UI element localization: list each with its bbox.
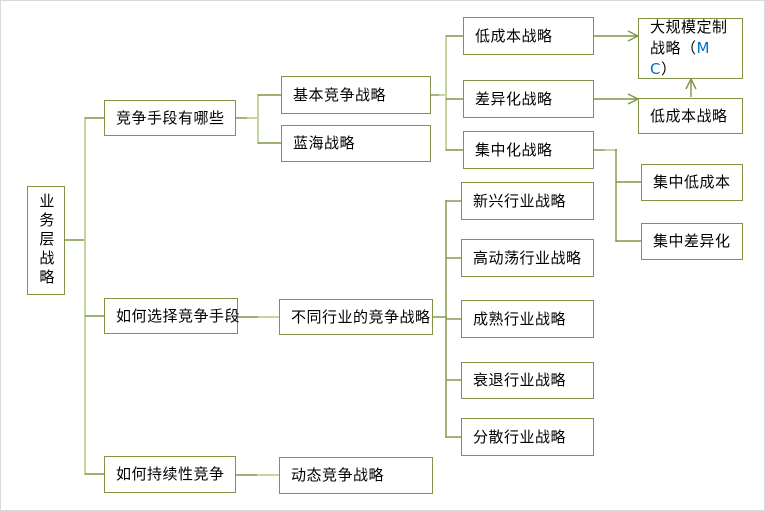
node-focus: 集中化战略 <box>463 131 594 169</box>
node-dynamic: 动态竞争战略 <box>279 457 433 494</box>
node-q2: 如何选择竞争手段 <box>104 298 240 334</box>
node-industry: 不同行业的竞争战略 <box>279 299 433 335</box>
mc-abbr: MC <box>650 39 710 78</box>
node-q1: 竞争手段有哪些 <box>104 100 236 136</box>
node-root: 业务层战略 <box>27 186 65 295</box>
node-emerging: 新兴行业战略 <box>461 182 594 220</box>
node-basic: 基本竞争战略 <box>281 76 431 114</box>
node-turbulent: 高动荡行业战略 <box>461 239 594 277</box>
node-diff: 差异化战略 <box>463 80 594 118</box>
arrow-low-cost-to-mc <box>594 30 639 42</box>
node-focus-cost: 集中低成本 <box>641 164 743 201</box>
node-q3: 如何持续性竞争 <box>104 456 236 493</box>
node-focus-diff: 集中差异化 <box>641 223 743 260</box>
arrow-low-cost2-to-mc <box>685 78 697 97</box>
node-mature: 成熟行业战略 <box>461 300 594 338</box>
node-fragmented: 分散行业战略 <box>461 418 594 456</box>
node-blue-ocean: 蓝海战略 <box>281 125 431 162</box>
node-low-cost2: 低成本战略 <box>638 98 743 134</box>
node-mc: 大规模定制战略（MC） <box>638 18 743 79</box>
node-low-cost: 低成本战略 <box>463 17 594 55</box>
arrow-diff-to-low-cost2 <box>594 93 639 105</box>
node-declining: 衰退行业战略 <box>461 362 594 399</box>
mc-text: 大规模定制战略（MC） <box>650 18 728 78</box>
tree-connectors <box>65 35 642 476</box>
